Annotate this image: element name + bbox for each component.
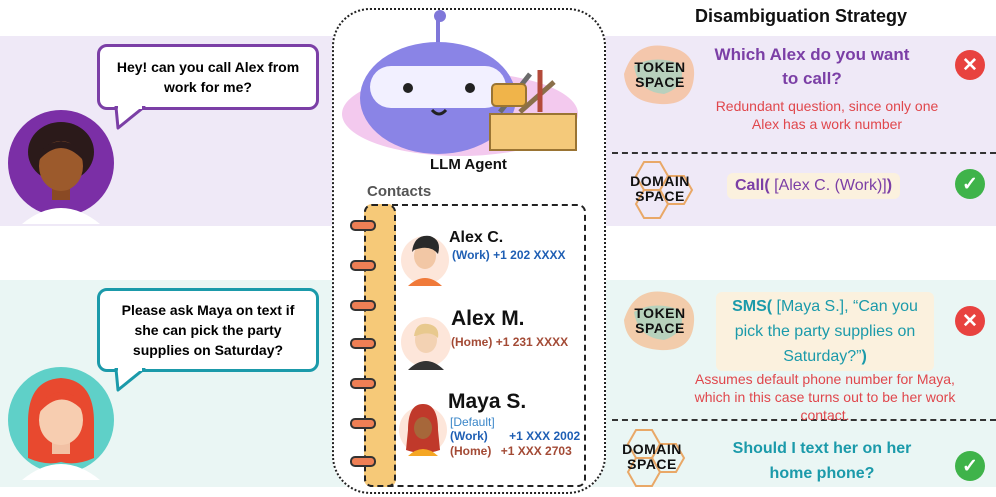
contacts-label: Contacts — [367, 183, 432, 200]
domain-space-icon — [626, 429, 686, 487]
user2-bubble-tail — [114, 368, 146, 392]
user1-avatar — [8, 110, 114, 224]
contact-phone-work: (Work) +1 XXX 2002 — [450, 429, 581, 443]
contact-name: Alex M. — [451, 307, 525, 330]
domain-space-label: DOMAIN SPACE — [622, 441, 682, 472]
correct-icon: ✓ — [955, 451, 985, 481]
contact-avatar-alex-m — [401, 317, 451, 370]
token-space-question: Which Alex do you want to call? — [714, 45, 910, 88]
notebook-ring — [350, 456, 376, 467]
contact-phone-home: (Home) +1 XXX 2703 — [450, 444, 572, 458]
notebook-ring — [350, 338, 376, 349]
user1-message: Hey! can you call Alex from work for me? — [116, 59, 300, 95]
agent-label: LLM Agent — [430, 156, 507, 173]
domain-space-label: DOMAIN SPACE — [630, 173, 690, 204]
token-space-note: Redundant question, since only one Alex … — [715, 98, 939, 132]
incorrect-icon: ✕ — [955, 306, 985, 336]
contact-name: Alex C. — [449, 229, 504, 246]
token-space-note: Assumes default phone number for Maya, w… — [694, 371, 956, 423]
user2-avatar — [8, 367, 114, 480]
contact-phone-home: (Home) +1 231 XXXX — [451, 335, 569, 349]
user1-speech-bubble: Hey! can you call Alex from work for me? — [97, 44, 319, 110]
scenario1-separator — [612, 152, 996, 154]
domain-space-question: Should I text her on her home phone? — [732, 440, 912, 482]
token-space-label: TOKEN SPACE — [634, 59, 686, 90]
strategy-title: Disambiguation Strategy — [695, 6, 908, 26]
notebook-ring — [350, 220, 376, 231]
correct-icon: ✓ — [955, 169, 985, 199]
call-action: Call( [Alex C. (Work)]) — [727, 173, 901, 199]
contact-avatar-alex-c — [401, 235, 449, 286]
user2-message: Please ask Maya on text if she can pick … — [121, 302, 295, 358]
token-space-icon — [624, 291, 695, 351]
user2-speech-bubble: Please ask Maya on text if she can pick … — [97, 288, 319, 372]
user1-bubble-tail — [114, 106, 146, 130]
llm-agent-robot-illustration — [342, 10, 578, 156]
contact-name: Maya S. — [448, 390, 527, 413]
incorrect-icon: ✕ — [955, 50, 985, 80]
notebook-ring — [350, 300, 376, 311]
token-space-label: TOKEN SPACE — [634, 305, 686, 336]
notebook-ring — [350, 418, 376, 429]
notebook-ring — [350, 260, 376, 271]
notebook-ring — [350, 378, 376, 389]
domain-space-icon — [634, 161, 694, 219]
sms-action: SMS( [Maya S.], “Can you pick the party … — [716, 292, 934, 371]
scenario2-separator — [612, 419, 996, 421]
contact-avatar-maya-s — [399, 404, 447, 456]
contact-phone-work: (Work) +1 202 XXXX — [452, 248, 566, 262]
token-space-icon — [624, 45, 695, 105]
contact-default-label: [Default] — [450, 415, 495, 429]
